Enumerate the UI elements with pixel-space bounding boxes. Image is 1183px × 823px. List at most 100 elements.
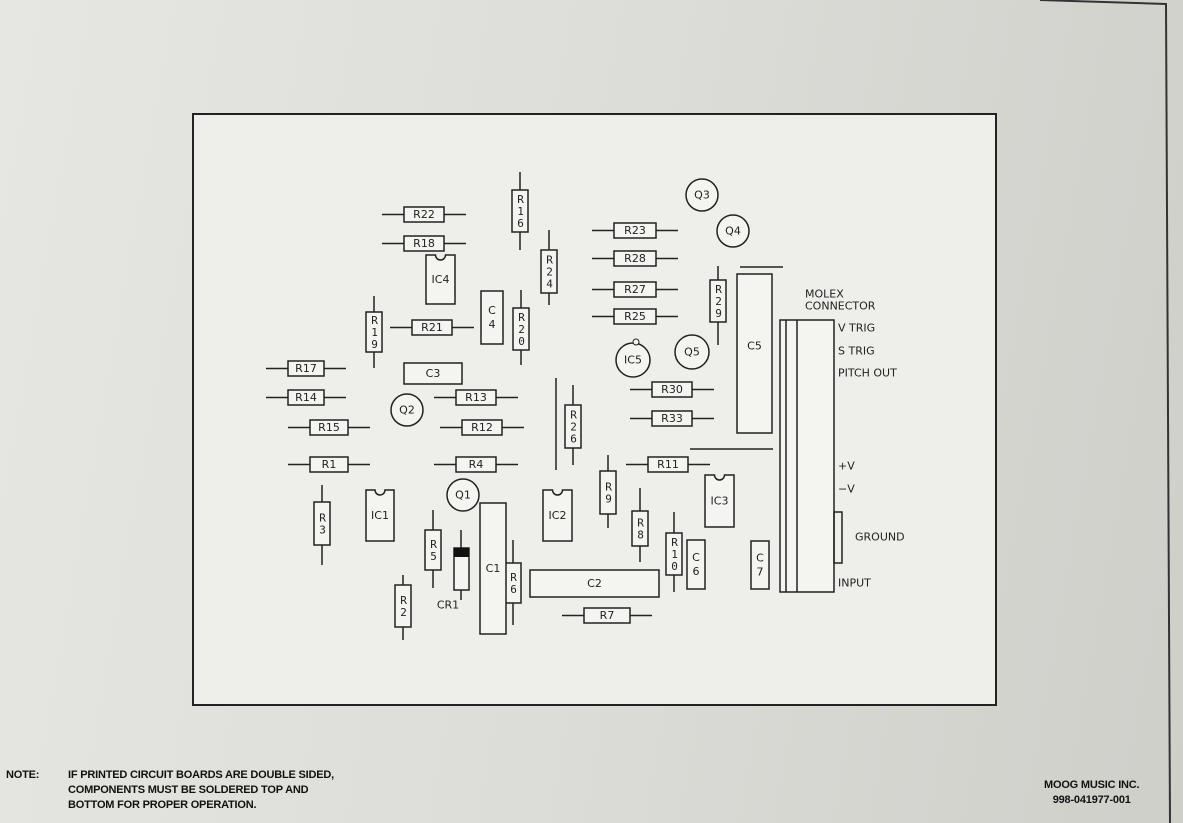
resistor-r24: R24: [540, 230, 558, 305]
resistor-body: [455, 389, 497, 406]
resistor-r14: R14: [266, 389, 346, 406]
component-label: MOLEX: [805, 288, 844, 301]
note-line: COMPONENTS MUST BE SOLDERED TOP AND: [68, 784, 309, 796]
resistor-body: [512, 307, 530, 351]
transistor-body: [685, 178, 719, 212]
resistor-r2: R2: [394, 575, 412, 640]
resistor-r7: R7: [562, 607, 652, 624]
resistor-body: [403, 206, 445, 223]
resistor-r16: R16: [511, 172, 529, 250]
component-label: R12: [471, 421, 493, 434]
resistor-body: [613, 250, 657, 267]
tab: [632, 338, 640, 346]
resistor-body: [631, 510, 649, 547]
capacitor-body: [403, 362, 463, 385]
resistor-body: [313, 501, 331, 546]
resistor-body: [599, 470, 617, 515]
resistor-r15: R15: [288, 419, 370, 436]
component-label: R17: [295, 362, 317, 375]
note-line: IF PRINTED CIRCUIT BOARDS ARE DOUBLE SID…: [68, 769, 335, 781]
component-label: R33: [661, 412, 683, 425]
ic-body: [425, 254, 456, 305]
component-label: R15: [318, 421, 340, 434]
transistor-body: [716, 214, 750, 248]
ic-ic4: IC4: [425, 254, 456, 305]
connector-body: [779, 319, 835, 593]
resistor-body: [461, 419, 503, 436]
resistor-body: [540, 249, 558, 294]
transistor-q3: Q3: [685, 178, 719, 212]
resistor-body: [287, 360, 325, 377]
resistor-body: [309, 456, 349, 473]
resistor-r23: R23: [592, 222, 678, 239]
resistor-r18: R18: [382, 235, 466, 252]
transistor-q1: Q1: [446, 478, 480, 512]
resistor-r33: R33: [630, 410, 714, 427]
component-label: R24: [543, 254, 556, 290]
resistor-r21: R21: [390, 319, 474, 336]
pin-label: −V: [838, 483, 855, 496]
component-label: C3: [426, 367, 441, 380]
ic-ic3: IC3: [704, 474, 735, 528]
pin-label: INPUT: [838, 577, 871, 590]
component-label: R13: [465, 391, 487, 404]
resistor-body: [651, 410, 693, 427]
resistor-body: [647, 456, 689, 473]
resistor-r9: R9: [599, 455, 617, 528]
component-label: C5: [747, 340, 762, 353]
component-label: R2: [397, 594, 410, 618]
capacitor-body: [480, 290, 504, 345]
resistor-r22: R22: [382, 206, 466, 223]
transistor-q2: Q2: [390, 393, 424, 427]
component-label: R3: [316, 512, 329, 536]
component-label: R18: [413, 237, 435, 250]
component-label: R21: [421, 321, 443, 334]
ic-body: [365, 489, 395, 542]
pin-label: PITCH OUT: [838, 367, 897, 380]
resistor-r8: R8: [631, 488, 649, 562]
component-label: C: [692, 551, 700, 564]
resistor-r29: R29: [709, 266, 727, 345]
ground-tab: [833, 511, 843, 564]
component-label: R4: [469, 458, 484, 471]
resistor-body: [613, 222, 657, 239]
resistor-body: [411, 319, 453, 336]
resistor-r5: R5: [424, 510, 442, 588]
component-label: R25: [624, 310, 646, 323]
component-label: R20: [515, 311, 528, 347]
component-label: R5: [427, 538, 440, 562]
resistor-r27: R27: [592, 281, 678, 298]
ic-body: [704, 474, 735, 528]
transistor-body: [390, 393, 424, 427]
resistor-r25: R25: [592, 308, 678, 325]
page-edge: [1039, 0, 1171, 823]
resistor-r3: R3: [313, 485, 331, 565]
note-text: IF PRINTED CIRCUIT BOARDS ARE DOUBLE SID…: [68, 768, 334, 813]
resistor-body: [613, 281, 657, 298]
transistor-q4: Q4: [716, 214, 750, 248]
pin-label: +V: [838, 460, 855, 473]
resistor-r4: R4: [434, 456, 518, 473]
capacitor-c2: C2: [529, 569, 660, 598]
component-label: R26: [567, 409, 580, 445]
component-label: R7: [600, 609, 615, 622]
component-label: R11: [657, 458, 679, 471]
component-label: R14: [295, 391, 317, 404]
capacitor-c4: C4: [480, 290, 504, 345]
resistor-body: [424, 529, 442, 571]
resistor-body: [651, 381, 693, 398]
resistor-r12: R12: [440, 419, 524, 436]
capacitor-body: [750, 540, 770, 590]
pin-label: GROUND: [855, 531, 905, 544]
component-label: R16: [514, 193, 527, 229]
component-label: IC2: [549, 509, 567, 522]
component-label: R30: [661, 383, 683, 396]
transistor-body: [446, 478, 480, 512]
component-label: R10: [668, 536, 681, 572]
capacitor-c7: C7: [750, 540, 770, 590]
component-label: IC1: [371, 509, 389, 522]
transistor-body: [674, 334, 710, 370]
resistor-r17: R17: [266, 360, 346, 377]
resistor-r30: R30: [630, 381, 714, 398]
ic-ic2: IC2: [542, 489, 573, 542]
